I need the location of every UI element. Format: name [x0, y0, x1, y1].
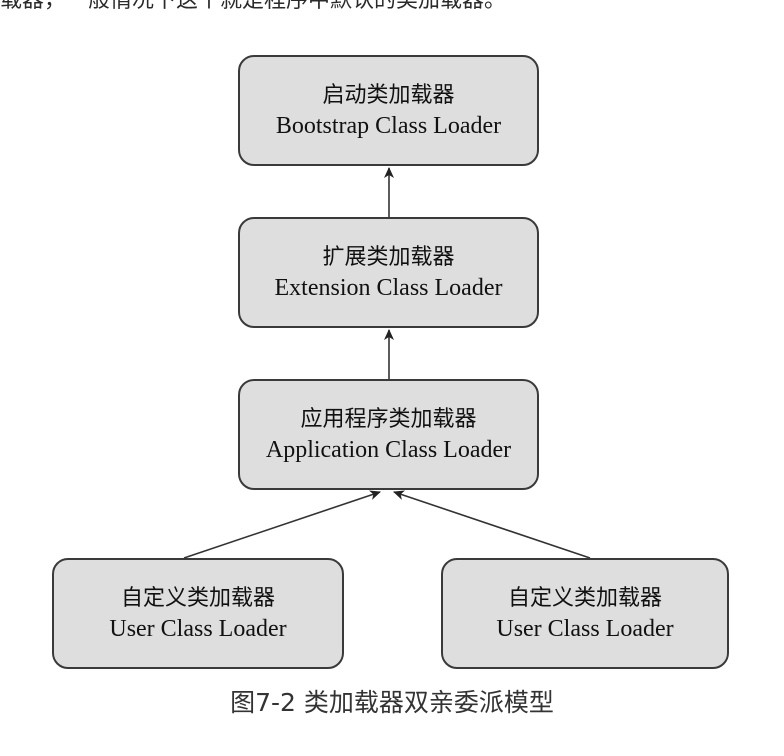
arrow-user-left-to-application — [183, 490, 381, 559]
arrow-user-right-to-application — [393, 490, 591, 559]
application-loader-english-label: Application Class Loader — [265, 436, 512, 463]
user-loader-right-english-label: User Class Loader — [496, 615, 674, 642]
preceding-text-line: 载器，一般情况下这个就是程序中默认的类加载器。 — [0, 0, 507, 13]
extension-class-loader-node: 扩展类加载器 Extension Class Loader — [238, 217, 539, 328]
user-class-loader-node-left: 自定义类加载器 User Class Loader — [52, 558, 344, 669]
user-loader-left-chinese-label: 自定义类加载器 — [120, 585, 275, 611]
application-class-loader-node: 应用程序类加载器 Application Class Loader — [238, 379, 539, 490]
bootstrap-loader-chinese-label: 启动类加载器 — [322, 82, 455, 108]
bootstrap-class-loader-node: 启动类加载器 Bootstrap Class Loader — [238, 55, 539, 166]
extension-loader-chinese-label: 扩展类加载器 — [322, 244, 455, 270]
user-class-loader-node-right: 自定义类加载器 User Class Loader — [441, 558, 729, 669]
figure-caption: 图7-2 类加载器双亲委派模型 — [230, 688, 554, 717]
user-loader-left-english-label: User Class Loader — [109, 615, 287, 642]
application-loader-chinese-label: 应用程序类加载器 — [300, 406, 477, 432]
user-loader-right-chinese-label: 自定义类加载器 — [507, 585, 662, 611]
extension-loader-english-label: Extension Class Loader — [274, 274, 503, 301]
bootstrap-loader-english-label: Bootstrap Class Loader — [275, 112, 502, 139]
